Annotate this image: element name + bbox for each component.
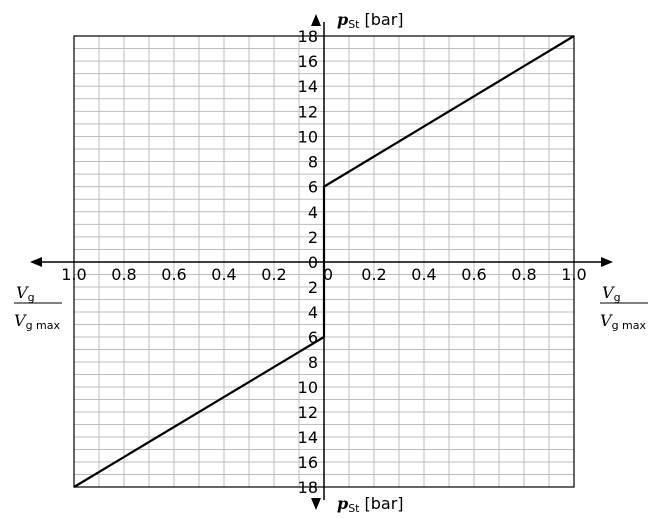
y-tick-label: 16 bbox=[298, 52, 318, 71]
series-line bbox=[73, 35, 575, 488]
x-tick-label: 0 bbox=[323, 265, 333, 284]
y-tick-label: 10 bbox=[298, 378, 318, 397]
y-axis-arrow-down bbox=[311, 498, 321, 510]
y-tick-label: 14 bbox=[298, 77, 318, 96]
x-tick-label: 0.4 bbox=[211, 265, 236, 284]
y-tick-label: 12 bbox=[298, 102, 318, 121]
y-tick-label: 12 bbox=[298, 403, 318, 422]
y-axis-arrow-up bbox=[311, 14, 321, 26]
y-tick-label: 4 bbox=[308, 303, 318, 322]
x-label-left-numerator: Vg bbox=[16, 283, 35, 304]
x-tick-label: 0.6 bbox=[161, 265, 186, 284]
x-tick-label: 1.0 bbox=[61, 265, 86, 284]
series bbox=[73, 35, 575, 488]
x-tick-label: 1.0 bbox=[561, 265, 586, 284]
y-tick-label: 6 bbox=[308, 178, 318, 197]
x-tick-label: 0.2 bbox=[361, 265, 386, 284]
y-tick-label: 2 bbox=[308, 278, 318, 297]
x-tick-label: 0.8 bbox=[111, 265, 136, 284]
y-tick-label: 4 bbox=[308, 203, 318, 222]
y-tick-label: 8 bbox=[308, 353, 318, 372]
y-tick-label: 2 bbox=[308, 228, 318, 247]
x-label-left-denominator: Vg max bbox=[14, 311, 60, 332]
y-tick-label: 0 bbox=[308, 253, 318, 272]
x-tick-label: 0.4 bbox=[411, 265, 436, 284]
y-tick-label: 18 bbox=[298, 27, 318, 46]
x-tick-label: 0.2 bbox=[261, 265, 286, 284]
y-axis-label-bottom: pSt[bar] bbox=[337, 494, 404, 515]
y-tick-label: 14 bbox=[298, 428, 318, 447]
x-label-right-numerator: Vg bbox=[602, 283, 621, 304]
y-tick-label: 16 bbox=[298, 453, 318, 472]
x-tick-label: 0.6 bbox=[461, 265, 486, 284]
x-axis-label-left: Vg Vg max bbox=[14, 283, 62, 332]
y-axis-label-top: pSt[bar] bbox=[337, 10, 404, 31]
x-axis-label-right: Vg Vg max bbox=[600, 283, 648, 332]
y-tick-label: 10 bbox=[298, 127, 318, 146]
x-axis-arrow-right bbox=[601, 257, 613, 267]
x-label-right-denominator: Vg max bbox=[600, 311, 646, 332]
y-tick-label: 18 bbox=[298, 478, 318, 497]
axes bbox=[30, 14, 613, 510]
x-axis-arrow-left bbox=[30, 257, 42, 267]
x-tick-label: 0.8 bbox=[511, 265, 536, 284]
y-tick-label: 6 bbox=[308, 328, 318, 347]
y-tick-label: 8 bbox=[308, 153, 318, 172]
